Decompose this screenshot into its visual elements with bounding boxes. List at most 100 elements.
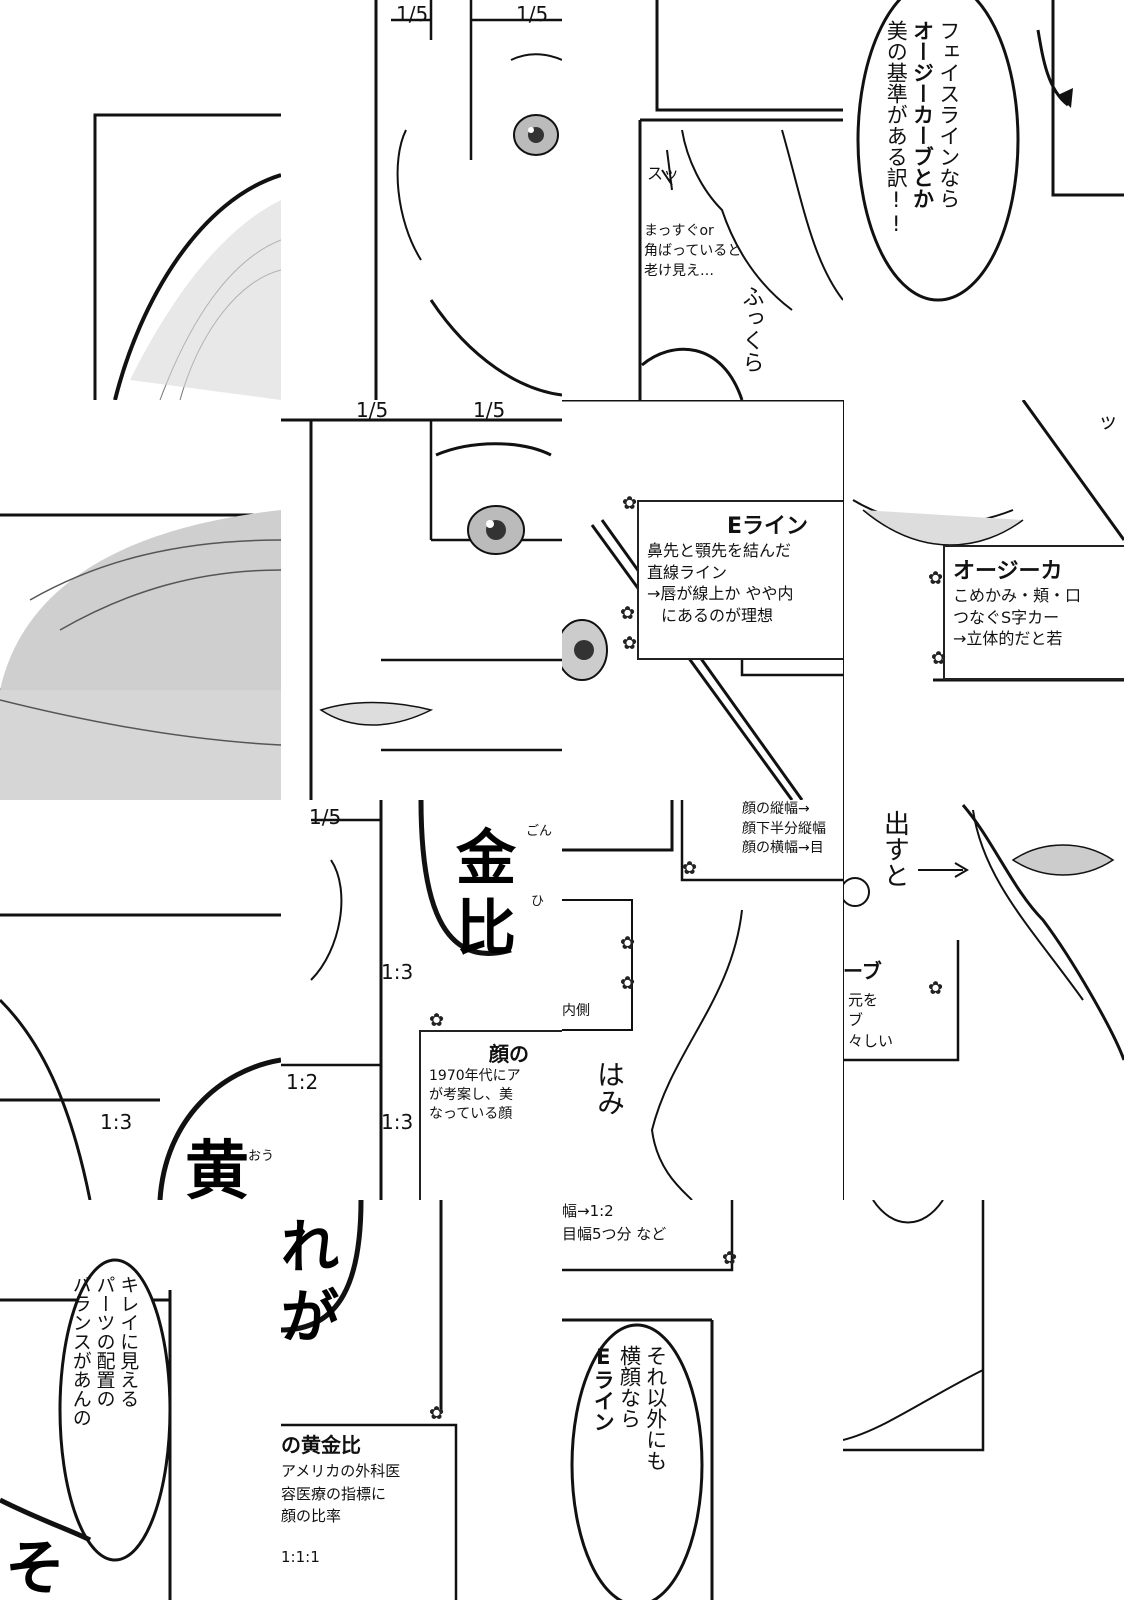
flower-icon: ✿: [429, 1010, 445, 1031]
face-center-art: [281, 418, 562, 800]
info-line: アメリカの外科医: [281, 1462, 401, 1480]
handwritten-fukkura: ふっくら: [738, 285, 764, 373]
bubble-line: キレイに見える: [117, 1275, 140, 1408]
bubble-line: 横顔なら: [617, 1345, 642, 1429]
info-line: 鼻先と顎先を結んだ: [647, 541, 792, 560]
furigana: おう: [248, 1149, 275, 1164]
info-line: 顔の縦幅→: [742, 801, 810, 817]
info-line: 容医療の指標に: [281, 1484, 387, 1503]
tile-r1c3: スッ まっすぐor 角ばっていると 老け見え… ふっくら: [562, 0, 843, 400]
info-line: 直線ライン: [647, 562, 728, 582]
golden-box-cont-lines: 幅→1:2 目幅5つ分 など: [562, 1200, 666, 1245]
info-line: 元を: [848, 991, 879, 1009]
tile-r2c1: [0, 400, 281, 800]
profile-art: [843, 800, 1124, 1200]
furigana: ひ: [531, 894, 545, 909]
flower-icon: ✿: [620, 973, 636, 994]
tile-r3c1: 1:3 黄 おう: [0, 800, 281, 1200]
flower-icon: ✿: [429, 1403, 445, 1424]
big-text: が: [281, 1283, 340, 1351]
flower-icon: ✿: [622, 493, 638, 514]
big-text: 黄: [185, 1135, 249, 1200]
flower-icon: ✿: [622, 633, 638, 654]
info-line: にあるのが理想: [661, 605, 774, 625]
info-line: 幅→1:2: [562, 1202, 614, 1220]
fraction-label: 1:3: [381, 960, 414, 984]
tile-r4c1: キレイに見える パーツの配置の バランスがあんの そ: [0, 1200, 281, 1600]
bubble-line: Eライン: [591, 1345, 616, 1432]
info-line: 々しい: [848, 1031, 894, 1050]
fraction-label: 1:3: [381, 1110, 414, 1134]
info-title: の黄金比: [281, 1433, 361, 1457]
info-line: こめかみ・頬・口: [953, 586, 1082, 605]
sfx-text: スッ: [647, 164, 680, 183]
info-line: →立体的だと若: [953, 629, 1063, 649]
fraction-label: 1:2: [286, 1070, 319, 1094]
info-title: Eライン: [727, 514, 809, 539]
tile-r4c2: れ が の黄金比 アメリカの外科医 容医療の指標に 顔の比率 1:1:1 ✿: [281, 1200, 562, 1600]
tile-r1c2: 1/5 1/5: [281, 0, 562, 400]
bubble2-art: [0, 1258, 172, 1600]
hair-art: [93, 113, 281, 400]
furigana: ごん: [526, 824, 553, 839]
golden-box-art: [281, 1200, 458, 1600]
fraction-label: 1/5: [396, 2, 429, 26]
ratio-cont-art: [562, 800, 843, 1200]
bubble-line: オージーカーブとか: [910, 20, 935, 209]
speech-bubble: それ以外にも 横顔なら Eライン: [590, 1345, 669, 1600]
bubble-line: 美の基準がある訳!!: [884, 20, 909, 236]
info-line: なっている顔: [429, 1105, 513, 1122]
bubble-art: [856, 0, 1124, 302]
fraction-label: 1/5: [516, 2, 549, 26]
bubble-line: フェイスラインなら: [936, 20, 961, 209]
golden-box-lines: の黄金比 アメリカの外科医 容医療の指標に 顔の比率 1:1:1: [281, 1430, 400, 1568]
handwritten-note: 老け見え…: [644, 263, 714, 279]
info-line: 顔下半分縦幅: [742, 820, 826, 837]
speech-bubble: フェイスラインなら オージーカーブとか 美の基準がある訳!!: [883, 20, 962, 280]
face-front-art: [374, 0, 562, 400]
info-line: 目幅5つ分 など: [562, 1224, 667, 1243]
info-line: 1970年代にア: [429, 1068, 521, 1084]
eline-info-box: Eライン 鼻先と顎先を結んだ 直線ライン →唇が線上か やや内 にあるのが理想: [637, 500, 843, 660]
tile-r3c4: 出すと ーブ 元を ブ 々しい ✿: [843, 800, 1124, 1200]
tile-r2c4: ッ オージーカ こめかみ・頬・口 つなぐS字カー →立体的だと若 ✿ ✿: [843, 400, 1124, 800]
info-line: 内側: [562, 1003, 590, 1019]
ratio-info-box: 顔の 1970年代にア が考案し、美 なっている顔: [419, 1030, 562, 1200]
tile-r4c3: 幅→1:2 目幅5つ分 など ✿ それ以外にも 横顔なら Eライン: [562, 1200, 843, 1600]
tile-r2c3: Eライン 鼻先と顎先を結んだ 直線ライン →唇が線上か やや内 にあるのが理想 …: [562, 400, 843, 800]
info-title: 顔の: [489, 1042, 529, 1066]
fraction-label: 1/5: [473, 400, 506, 422]
handwritten-note: 角ばっていると: [644, 243, 742, 259]
hair-shade-art: [0, 510, 281, 800]
big-text: れ: [281, 1213, 340, 1281]
ogee-cont-lines: 元を ブ 々しい: [843, 990, 893, 1051]
flower-icon: ✿: [722, 1248, 738, 1269]
flower-icon: ✿: [620, 933, 636, 954]
tile-r3c3: 顔の縦幅→ 顔下半分縦幅 顔の横幅→目 内側 はみ ✿ ✿ ✿: [562, 800, 843, 1200]
bubble-line: バランスがあんの: [69, 1275, 92, 1427]
ratio-cont-lines: 顔の縦幅→ 顔下半分縦幅 顔の横幅→目: [742, 800, 826, 859]
info-line: →唇が線上か やや内: [647, 584, 794, 604]
fraction-label: 1/5: [309, 805, 342, 829]
info-line: 1:1:1: [281, 1547, 320, 1566]
info-title: ーブ: [843, 959, 882, 983]
info-title: オージーカ: [953, 559, 1063, 584]
big-text: 比: [456, 894, 516, 964]
ratio-panel-art: [0, 913, 281, 1200]
flower-icon: ✿: [931, 648, 947, 669]
info-line: が考案し、美: [429, 1086, 513, 1103]
big-text: そ: [5, 1534, 65, 1600]
fraction-label: 1:3: [100, 1110, 133, 1134]
tile-r4c4: [843, 1200, 1124, 1600]
speech-bubble: キレイに見える パーツの配置の バランスがあんの: [68, 1275, 140, 1575]
info-line: つなぐS字カー: [953, 607, 1060, 627]
ogee-info-box: オージーカ こめかみ・頬・口 つなぐS字カー →立体的だと若: [943, 545, 1124, 680]
bubble-line: それ以外にも: [643, 1345, 668, 1471]
fraction-label: 1/5: [356, 400, 389, 422]
sfx-text: ッ: [1098, 409, 1118, 433]
handwritten-note: まっすぐor: [644, 223, 714, 239]
chin-art: [843, 1200, 985, 1452]
big-text: 金: [456, 824, 516, 894]
info-line: ブ: [848, 1011, 864, 1030]
